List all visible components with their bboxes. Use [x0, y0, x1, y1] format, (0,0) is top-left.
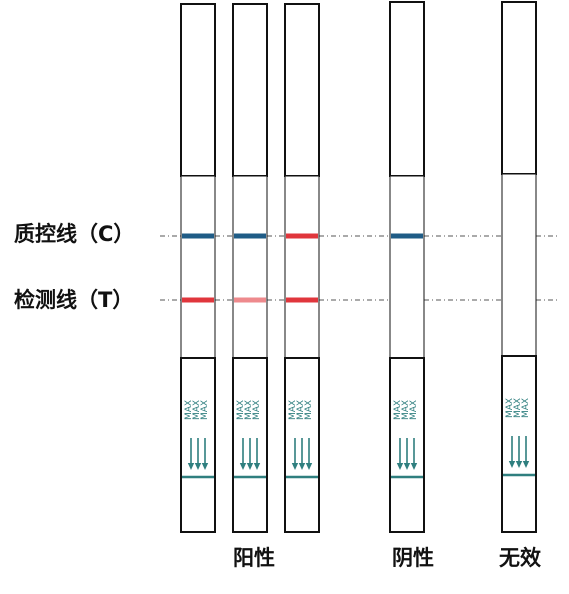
- strip-positive-3-top-handle: [284, 3, 320, 177]
- strip-negative-1-arrow-head: [403, 463, 411, 470]
- strip-positive-1-arrow-head: [187, 463, 195, 470]
- strip-positive-2-top-handle: [232, 3, 268, 177]
- control-line-label: 质控线（C）: [14, 222, 135, 246]
- strip-invalid-1-arrow-head: [515, 461, 523, 468]
- strip-positive-1-test-band: [182, 297, 214, 303]
- strip-positive-2-arrow-head: [246, 463, 254, 470]
- strip-positive-2-max-mark: MAX: [236, 400, 246, 420]
- strip-positive-2-control-band: [234, 233, 266, 239]
- invalid-label: 无效: [499, 546, 541, 570]
- strip-invalid-1-arrow-head: [522, 461, 530, 468]
- strip-positive-1-arrow-head: [194, 463, 202, 470]
- strip-positive-3-sample-pad: [284, 357, 320, 533]
- strip-invalid-1-max-mark: MAX: [521, 398, 531, 418]
- strip-invalid-1-max-mark: MAX: [505, 398, 515, 418]
- positive-label: 阳性: [233, 546, 275, 570]
- strip-negative-1-top-handle: [389, 1, 425, 177]
- strip-positive-1-max-mark: MAX: [192, 400, 202, 420]
- strip-positive-1-control-band: [182, 233, 214, 239]
- strip-negative-1-result-window: [389, 175, 425, 359]
- strip-invalid-1-max-mark: MAX: [513, 398, 523, 418]
- strip-positive-2-max-mark: MAX: [244, 400, 254, 420]
- negative-label: 阴性: [392, 546, 434, 570]
- strip-positive-3-max-mark: MAX: [288, 400, 298, 420]
- strip-invalid-1-result-window: [501, 173, 537, 357]
- strip-positive-3-arrow-head: [298, 463, 306, 470]
- strip-positive-1-result-window: [180, 175, 216, 359]
- strip-positive-2-arrow-head: [239, 463, 247, 470]
- strip-positive-3-max-mark: MAX: [296, 400, 306, 420]
- strip-positive-3-result-window: [284, 175, 320, 359]
- test-line-label: 检测线（T）: [14, 288, 134, 312]
- strip-positive-1-max-mark: MAX: [200, 400, 210, 420]
- strip-negative-1-control-band: [391, 233, 423, 239]
- strip-negative-1-max-mark: MAX: [401, 400, 411, 420]
- strip-negative-1-max-mark: MAX: [393, 400, 403, 420]
- strip-positive-2-max-mark: MAX: [252, 400, 262, 420]
- strip-positive-1-max-mark: MAX: [184, 400, 194, 420]
- strip-invalid-1-arrow-head: [508, 461, 516, 468]
- strip-positive-2-arrow-head: [253, 463, 261, 470]
- strip-negative-1-max-mark: MAX: [409, 400, 419, 420]
- strip-positive-3-control-band: [286, 233, 318, 239]
- strip-positive-1-arrow-head: [201, 463, 209, 470]
- strip-positive-3-arrow-head: [305, 463, 313, 470]
- strip-positive-2-test-band: [234, 297, 266, 303]
- strip-positive-3-test-band: [286, 297, 318, 303]
- strip-positive-2-result-window: [232, 175, 268, 359]
- strip-negative-1-arrow-head: [410, 463, 418, 470]
- strip-positive-3-max-mark: MAX: [304, 400, 314, 420]
- strip-positive-1-top-handle: [180, 3, 216, 177]
- strip-negative-1-arrow-head: [396, 463, 404, 470]
- strip-invalid-1-top-handle: [501, 1, 537, 175]
- strip-positive-3-arrow-head: [291, 463, 299, 470]
